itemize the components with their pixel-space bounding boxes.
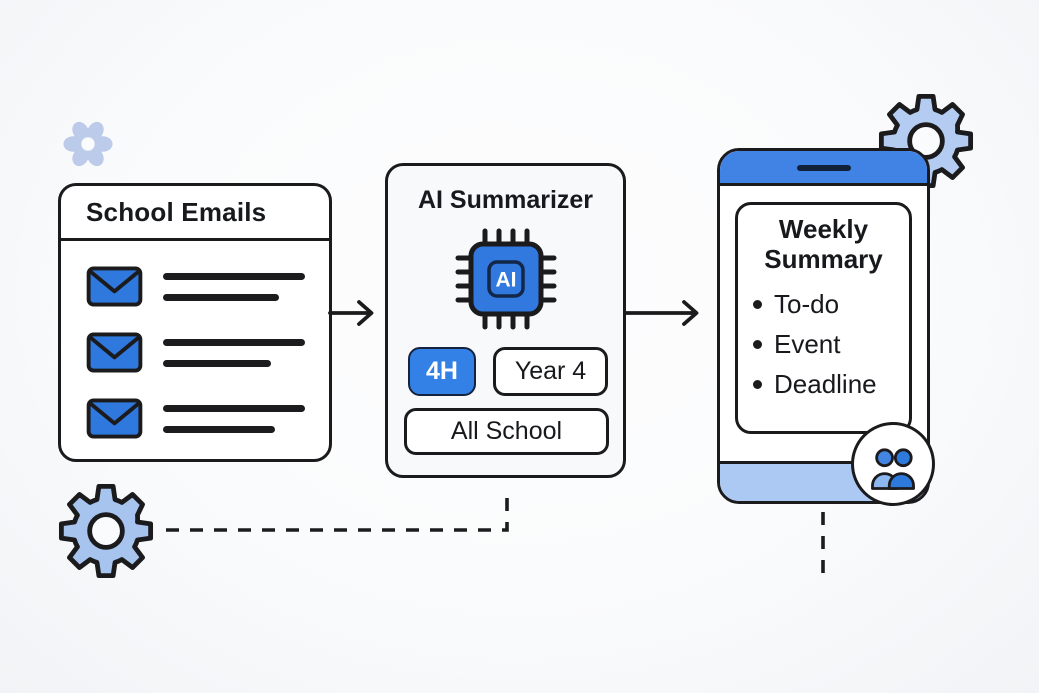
list-item: Deadline — [753, 369, 909, 400]
sparkle-gear-icon — [63, 121, 113, 167]
settings-gear-icon — [58, 483, 154, 579]
ai-chip-label: AI — [495, 269, 516, 292]
phone-header — [720, 151, 927, 186]
school-emails-header: School Emails — [61, 186, 329, 241]
gear-to-summarizer-dashed-line — [166, 487, 509, 532]
email-row — [86, 398, 329, 439]
bullet-icon — [753, 300, 762, 309]
flow-arrow-emails-to-ai — [328, 300, 374, 326]
list-item: Event — [753, 329, 909, 360]
school-emails-card: School Emails — [58, 183, 332, 462]
ai-summarizer-card: AI Summarizer AI 4H Year 4 All School — [385, 163, 626, 478]
tag-year-4: Year 4 — [493, 347, 608, 396]
ai-summarizer-title: AI Summarizer — [417, 186, 594, 214]
weekly-summary-card: Weekly Summary To-do Event Deadline — [735, 202, 912, 434]
envelope-icon — [86, 332, 143, 373]
school-emails-title: School Emails — [86, 196, 267, 227]
phone-mockup: Weekly Summary To-do Event Deadline — [717, 148, 930, 504]
tag-row: 4H Year 4 — [388, 347, 623, 396]
email-row — [86, 332, 329, 373]
text-line — [163, 338, 305, 346]
list-item-label: To-do — [774, 289, 840, 319]
email-list — [61, 241, 329, 439]
tag-4h-label: 4H — [426, 357, 458, 385]
list-item-label: Deadline — [774, 369, 877, 399]
tag-year-4-label: Year 4 — [514, 357, 587, 385]
email-text-placeholder — [163, 272, 305, 301]
ai-chip-icon: AI — [455, 228, 556, 330]
summary-list: To-do Event Deadline — [738, 289, 909, 400]
email-row — [86, 266, 329, 307]
bullet-icon — [753, 340, 762, 349]
list-item-label: Event — [774, 329, 841, 359]
tag-all-school-label: All School — [450, 417, 563, 445]
bullet-icon — [753, 380, 762, 389]
text-line — [163, 359, 271, 367]
users-icon — [871, 448, 915, 490]
phone-speaker — [796, 165, 851, 171]
text-line — [163, 272, 305, 280]
text-line — [163, 425, 275, 433]
tag-4h: 4H — [408, 347, 476, 396]
email-text-placeholder — [163, 404, 305, 433]
weekly-summary-title: Weekly Summary — [764, 214, 883, 274]
text-line — [163, 293, 279, 301]
tag-all-school: All School — [404, 408, 609, 455]
list-item: To-do — [753, 289, 909, 320]
users-badge — [851, 422, 935, 506]
envelope-icon — [86, 266, 143, 307]
envelope-icon — [86, 398, 143, 439]
email-text-placeholder — [163, 338, 305, 367]
text-line — [163, 404, 305, 412]
flow-arrow-ai-to-phone — [624, 300, 699, 326]
